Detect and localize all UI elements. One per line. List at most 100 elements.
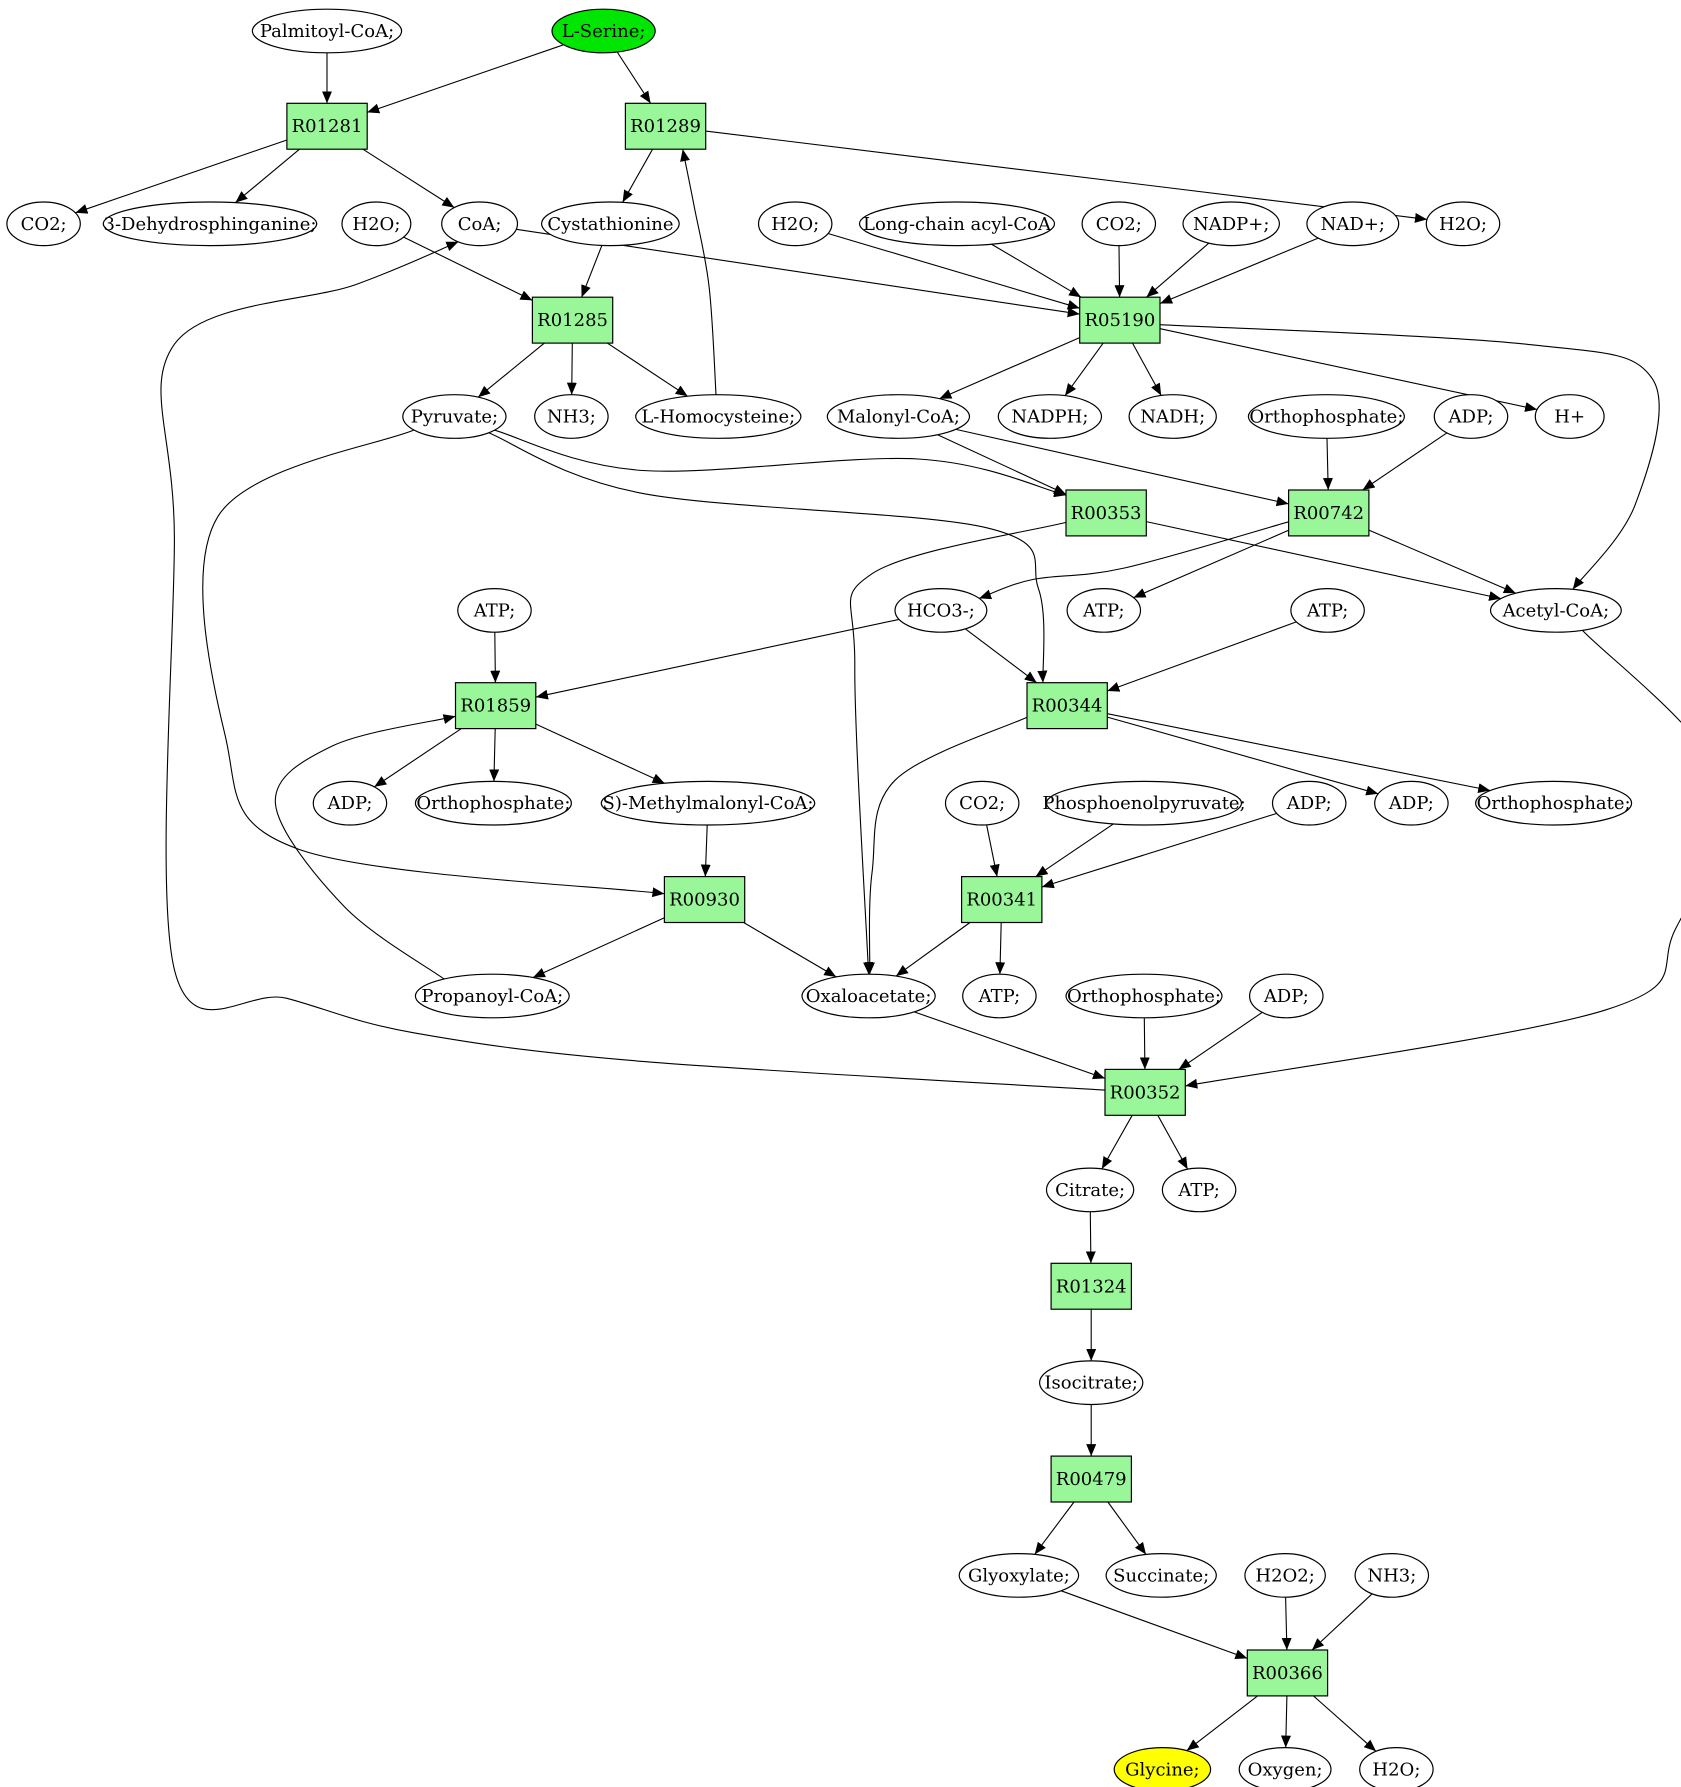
metabolite-ellipse-citrate (1045, 1167, 1135, 1213)
metabolite-label-adp-b: ADP; (327, 793, 373, 814)
reaction-node-r05190: R05190 (1079, 296, 1161, 344)
metabolite-ellipse-cysta (541, 201, 680, 247)
metabolite-label-ortho-c: Orthophosphate; (1477, 793, 1631, 814)
metabolite-ellipse-co2-a (6, 201, 81, 247)
edge-r00352-to-coa (160, 241, 1106, 1091)
metabolite-ellipse-atp-c (1290, 588, 1365, 633)
edge-smmcoa-to-r00930 (700, 824, 711, 877)
metabolite-label-ortho-d: Orthophosphate; (1067, 986, 1221, 1007)
edge-nh3-b-to-r00366 (1311, 1593, 1373, 1651)
edge-serine-to-r01289 (616, 51, 652, 104)
edge-r00366-to-glycine (1186, 1695, 1258, 1752)
metabolite-label-acetyl: Acetyl-CoA; (1502, 600, 1610, 621)
metabolite-ellipse-lcacyl (858, 201, 1056, 247)
metabolite-node-adp-b: ADP; (312, 780, 388, 826)
metabolite-ellipse-adp-b (312, 780, 388, 826)
edge-r01285-to-nh3-a (566, 343, 577, 395)
edge-co2-c-to-r00341 (986, 824, 1000, 877)
metabolite-node-propanoyl: Propanoyl-CoA; (414, 973, 570, 1019)
metabolite-label-pep: Phosphoenolpyruvate; (1042, 793, 1245, 814)
metabolite-node-atp-b: ATP; (1066, 588, 1142, 633)
edge-atp-a-to-r01859 (490, 632, 501, 683)
metabolite-label-adp-e: ADP; (1263, 986, 1309, 1007)
edge-r00341-to-oxalo (895, 922, 971, 977)
metabolite-label-atp-c: ATP; (1306, 600, 1349, 621)
metabolite-label-nadh: NADH; (1140, 407, 1205, 428)
metabolite-label-propanoyl: Propanoyl-CoA; (421, 986, 563, 1007)
metabolite-label-h2o-b: H2O; (771, 214, 819, 235)
reaction-node-r01859: R01859 (454, 682, 537, 730)
edge-r00742-to-hco3 (978, 521, 1289, 600)
metabolite-node-pyruvate: Pyruvate; (402, 394, 507, 439)
metabolite-ellipse-atp-e (1161, 1167, 1237, 1213)
metabolite-node-nadp: NADP+; (1182, 201, 1281, 247)
metabolite-ellipse-adp-c (1271, 780, 1347, 826)
metabolite-ellipse-propanoyl (414, 973, 570, 1019)
metabolite-label-citrate: Citrate; (1055, 1180, 1125, 1201)
edge-r01289-to-h2o-c (705, 130, 1428, 223)
metabolite-node-succinate: Succinate; (1105, 1552, 1217, 1598)
reaction-node-r01289: R01289 (624, 102, 707, 150)
metabolite-ellipse-ortho-c (1474, 780, 1633, 826)
metabolite-label-atp-a: ATP; (473, 600, 516, 621)
edge-malonyl-to-r00353 (937, 434, 1067, 495)
metabolite-node-nadph: NADPH; (997, 394, 1103, 439)
reaction-label-r05190: R05190 (1084, 310, 1155, 331)
metabolite-label-co2-a: CO2; (21, 214, 67, 235)
edge-r00344-to-adp-d (1107, 716, 1379, 796)
reaction-node-r00479: R00479 (1050, 1455, 1132, 1503)
metabolite-label-h2o-c: H2O; (1439, 214, 1487, 235)
reaction-box-r00353 (1065, 489, 1147, 537)
metabolite-label-hplus: H+ (1554, 407, 1585, 428)
metabolite-node-nadh: NADH; (1128, 394, 1217, 439)
edge-r00366-to-h2o-d (1313, 1695, 1377, 1752)
metabolite-node-atp-c: ATP; (1290, 588, 1365, 633)
edge-r00930-to-oxalo (743, 922, 837, 978)
metabolite-label-adp-a: ADP; (1448, 407, 1494, 428)
metabolite-label-co2-b: CO2; (1096, 214, 1142, 235)
metabolite-label-h2o2: H2O2; (1255, 1565, 1314, 1586)
reaction-label-r00479: R00479 (1056, 1469, 1127, 1490)
reaction-label-r01285: R01285 (537, 310, 608, 331)
metabolite-node-dehydro: 3-Dehydrosphinganine; (102, 201, 318, 247)
metabolite-node-h2o2: H2O2; (1244, 1552, 1326, 1598)
metabolite-node-ortho-d: Orthophosphate; (1065, 973, 1223, 1019)
reaction-node-r01281: R01281 (286, 102, 368, 150)
reaction-node-r00742: R00742 (1287, 489, 1370, 537)
metabolite-node-isocitrate: Isocitrate; (1038, 1360, 1144, 1406)
reaction-label-r00366: R00366 (1252, 1663, 1323, 1684)
edge-atp-c-to-r00344 (1107, 621, 1297, 692)
metabolite-label-oxygen: Oxygen; (1248, 1759, 1323, 1780)
edge-r05190-to-malonyl (939, 337, 1080, 400)
metabolite-node-co2-c: CO2; (944, 780, 1020, 826)
reaction-box-r01289 (624, 102, 707, 150)
metabolite-label-atp-e: ATP; (1177, 1180, 1220, 1201)
metabolite-label-smmcoa: S)-Methylmalonyl-CoA; (603, 793, 814, 814)
metabolite-node-glycine: Glycine; (1113, 1747, 1212, 1787)
metabolite-ellipse-atp-b (1066, 588, 1142, 633)
reaction-node-r00344: R00344 (1026, 682, 1108, 730)
edge-r00479-to-succinate (1107, 1501, 1147, 1555)
metabolite-node-nh3-a: NH3; (534, 394, 609, 439)
edge-co2-b-to-r05190 (1114, 245, 1125, 298)
edge-nad-to-r05190 (1159, 237, 1319, 305)
metabolite-ellipse-oxalo (801, 973, 936, 1019)
reaction-label-r01859: R01859 (460, 696, 531, 717)
metabolite-ellipse-ortho-b (414, 780, 572, 826)
metabolite-label-oxalo: Oxaloacetate; (806, 986, 932, 1007)
metabolite-node-adp-d: ADP; (1374, 780, 1449, 826)
metabolite-ellipse-nadh (1128, 394, 1217, 439)
edge-r00479-to-glyoxylate (1034, 1501, 1075, 1555)
metabolite-ellipse-palmitoyl (251, 8, 403, 54)
metabolite-ellipse-pyruvate (402, 394, 507, 439)
edge-r01859-to-adp-b (373, 728, 462, 788)
edge-r00353-to-acetyl (1146, 521, 1502, 601)
edge-r00344-to-oxalo (865, 716, 1028, 975)
metabolite-ellipse-atp-a (457, 588, 532, 633)
edge-citrate-to-r01324 (1085, 1211, 1096, 1264)
metabolite-node-h2o-c: H2O; (1425, 201, 1501, 247)
reaction-box-r00341 (960, 875, 1043, 924)
metabolite-node-cysta: Cystathionine (541, 201, 680, 247)
metabolite-label-h2o-d: H2O; (1372, 1759, 1420, 1780)
reaction-label-r00930: R00930 (669, 890, 740, 911)
